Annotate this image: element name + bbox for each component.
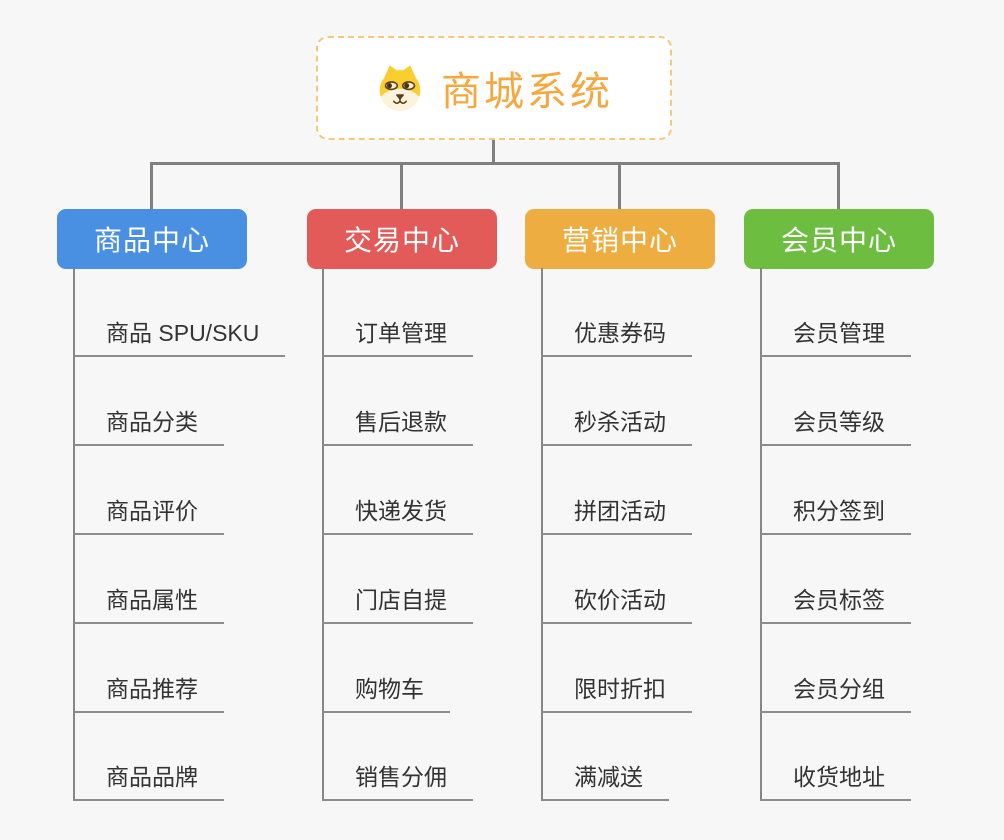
leaf-item[interactable]: 商品属性: [73, 578, 224, 624]
branch-member-center[interactable]: 会员中心: [744, 209, 934, 269]
root-title: 商城系统: [441, 70, 613, 114]
leaf-item[interactable]: 销售分佣: [322, 755, 473, 801]
branch-trade-center[interactable]: 交易中心: [307, 209, 497, 269]
leaf-item[interactable]: 会员分组: [760, 667, 911, 713]
leaf-item[interactable]: 商品 SPU/SKU: [73, 311, 286, 357]
leaf-item[interactable]: 会员标签: [760, 578, 911, 624]
leaf-item[interactable]: 购物车: [322, 667, 450, 713]
connector-drop-3: [618, 162, 621, 209]
leaf-item[interactable]: 商品推荐: [73, 667, 224, 713]
leaf-item[interactable]: 积分签到: [760, 489, 911, 535]
connector-drop-2: [400, 162, 403, 209]
branch-product-center[interactable]: 商品中心: [57, 209, 247, 269]
dog-face-icon: [379, 65, 421, 111]
leaf-item[interactable]: 会员管理: [760, 311, 911, 357]
connector-drop-4: [837, 162, 840, 209]
leaf-item[interactable]: 商品评价: [73, 489, 224, 535]
leaf-item[interactable]: 优惠券码: [541, 311, 692, 357]
branch-label: 营销中心: [561, 225, 678, 256]
leaf-item[interactable]: 秒杀活动: [541, 400, 692, 446]
leaf-item[interactable]: 砍价活动: [541, 578, 692, 624]
leaf-item[interactable]: 满减送: [541, 755, 669, 801]
connector-bus: [150, 162, 839, 165]
leaf-item[interactable]: 售后退款: [322, 400, 473, 446]
branch-label: 交易中心: [343, 225, 460, 256]
root-node[interactable]: 商城系统: [316, 36, 672, 140]
branch-marketing-center[interactable]: 营销中心: [525, 209, 715, 269]
connector-drop-1: [150, 162, 153, 209]
leaf-item[interactable]: 限时折扣: [541, 667, 692, 713]
leaf-item[interactable]: 快递发货: [322, 489, 473, 535]
connector-root-drop: [492, 140, 495, 164]
leaf-item[interactable]: 商品品牌: [73, 755, 224, 801]
leaf-item[interactable]: 商品分类: [73, 400, 224, 446]
leaf-item[interactable]: 订单管理: [322, 311, 473, 357]
branch-label: 商品中心: [93, 225, 210, 256]
leaf-item[interactable]: 会员等级: [760, 400, 911, 446]
leaf-item[interactable]: 门店自提: [322, 578, 473, 624]
leaf-item[interactable]: 拼团活动: [541, 489, 692, 535]
branch-label: 会员中心: [780, 225, 897, 256]
leaf-item[interactable]: 收货地址: [760, 755, 911, 801]
